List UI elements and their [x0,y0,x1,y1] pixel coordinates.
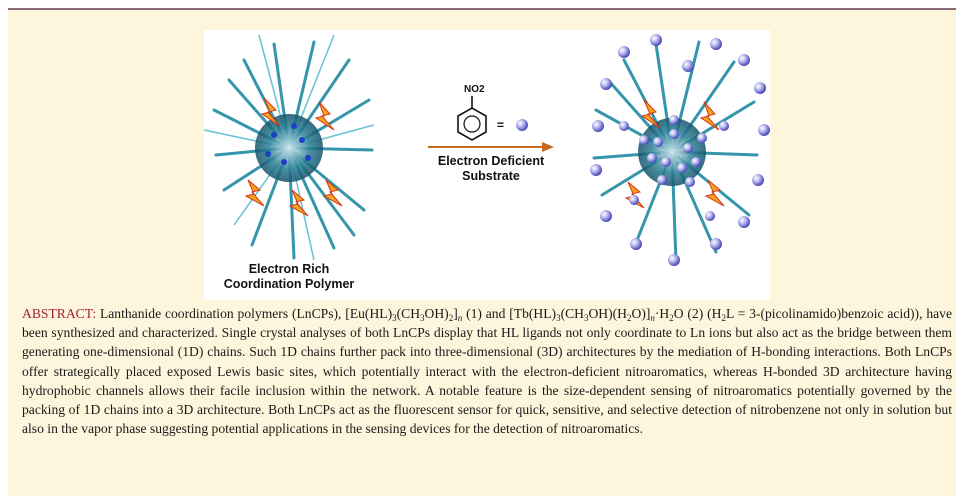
left-polymer-image [203,34,375,261]
caption-electron-deficient: Electron Deficient Substrate [416,154,566,184]
sub: 2 [627,313,632,323]
abstract-seg: Lanthanide coordination polymers (LnCPs)… [96,306,393,321]
caption-left-line1: Electron Rich [248,262,330,276]
sub: 3 [583,313,589,323]
equals-sign: = [497,118,504,132]
abstract-seg: O)] [631,306,651,321]
abstract-seg: OH)(H [588,306,627,321]
caption-mid-line1: Electron Deficient [437,154,545,168]
caption-electron-rich: Electron Rich Coordination Polymer [214,262,364,292]
abstract-seg: ] [453,306,458,321]
toc-abstract-panel: NO2 = [8,8,956,496]
sub: 3 [420,313,425,323]
abstract-seg: (CH [560,306,584,321]
sub: 2 [448,313,454,323]
abstract-seg: OH) [424,306,449,321]
reaction-arrow [428,142,554,152]
right-polymer-image [590,34,770,266]
abstract-label: ABSTRACT: [22,306,97,321]
toc-graphic: NO2 = [203,30,770,300]
substrate-sphere-icon [516,119,528,131]
abstract-seg: ·H [654,306,670,321]
sub: n [650,313,655,323]
abstract-seg: (1) and [Tb(HL) [462,306,557,321]
sub: 2 [721,313,726,323]
nitro-label: NO2 [464,84,485,95]
sub: 2 [669,313,674,323]
abstract-seg: (CH [396,306,421,321]
sub: n [457,313,463,323]
nitrobenzene-structure [457,96,487,141]
caption-mid-line2: Substrate [462,169,520,183]
sub: 3 [556,313,561,323]
abstract-seg: L = 3-(picolinamido)benzoic acid)), have… [22,306,952,437]
toc-graphic-svg: NO2 = [203,34,770,266]
sub: 3 [392,313,397,323]
abstract-seg: O (2) (H [673,306,722,321]
abstract-text: ABSTRACT: Lanthanide coordination polyme… [22,304,952,438]
caption-left-line2: Coordination Polymer [223,277,355,291]
